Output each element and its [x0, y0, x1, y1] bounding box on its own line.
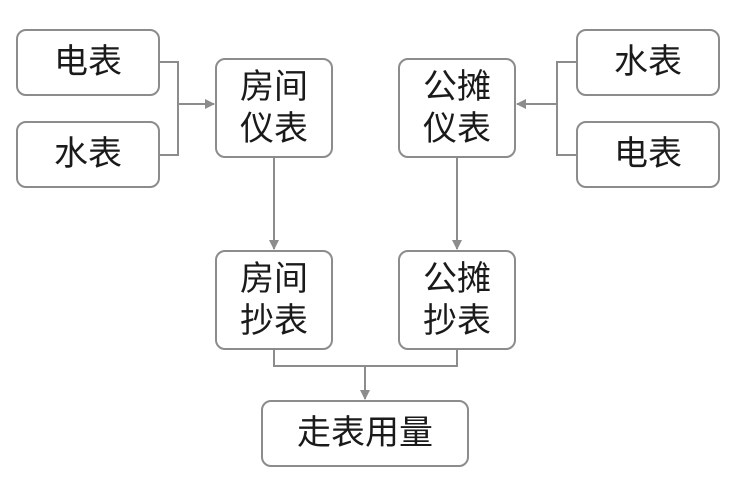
node-right-electric-meter: 电表: [576, 121, 720, 188]
node-label: 走表用量: [297, 413, 433, 454]
node-label-line-2: 抄表: [240, 301, 308, 341]
node-room-reading: 房间 抄表: [215, 250, 333, 350]
node-usage: 走表用量: [261, 400, 469, 467]
node-label-line-1: 公摊: [423, 258, 491, 299]
node-left-water-meter: 水表: [16, 121, 160, 188]
node-label-line-1: 房间: [240, 66, 308, 107]
node-label: 电表: [54, 42, 122, 83]
node-label-line-2: 仪表: [240, 109, 308, 149]
node-label: 电表: [614, 134, 682, 175]
connector-right-electric-to-public-meter: [556, 104, 576, 156]
node-label-line-2: 抄表: [423, 301, 491, 341]
connector-left-electric-to-room-meter: [160, 61, 179, 104]
node-right-water-meter: 水表: [576, 29, 720, 96]
node-room-meter: 房间 仪表: [215, 58, 333, 158]
node-left-electric-meter: 电表: [16, 29, 160, 96]
node-public-meter: 公摊 仪表: [398, 58, 516, 158]
node-public-reading: 公摊 抄表: [398, 250, 516, 350]
connector-right-water-to-public-meter: [556, 61, 576, 104]
node-label: 水表: [614, 42, 682, 83]
node-label-line-1: 房间: [240, 258, 308, 299]
connector-readings-merge: [273, 350, 458, 367]
node-label: 水表: [54, 134, 122, 175]
node-label-line-2: 仪表: [423, 109, 491, 149]
node-label-line-1: 公摊: [423, 66, 491, 107]
connector-left-water-to-room-meter: [160, 104, 179, 156]
